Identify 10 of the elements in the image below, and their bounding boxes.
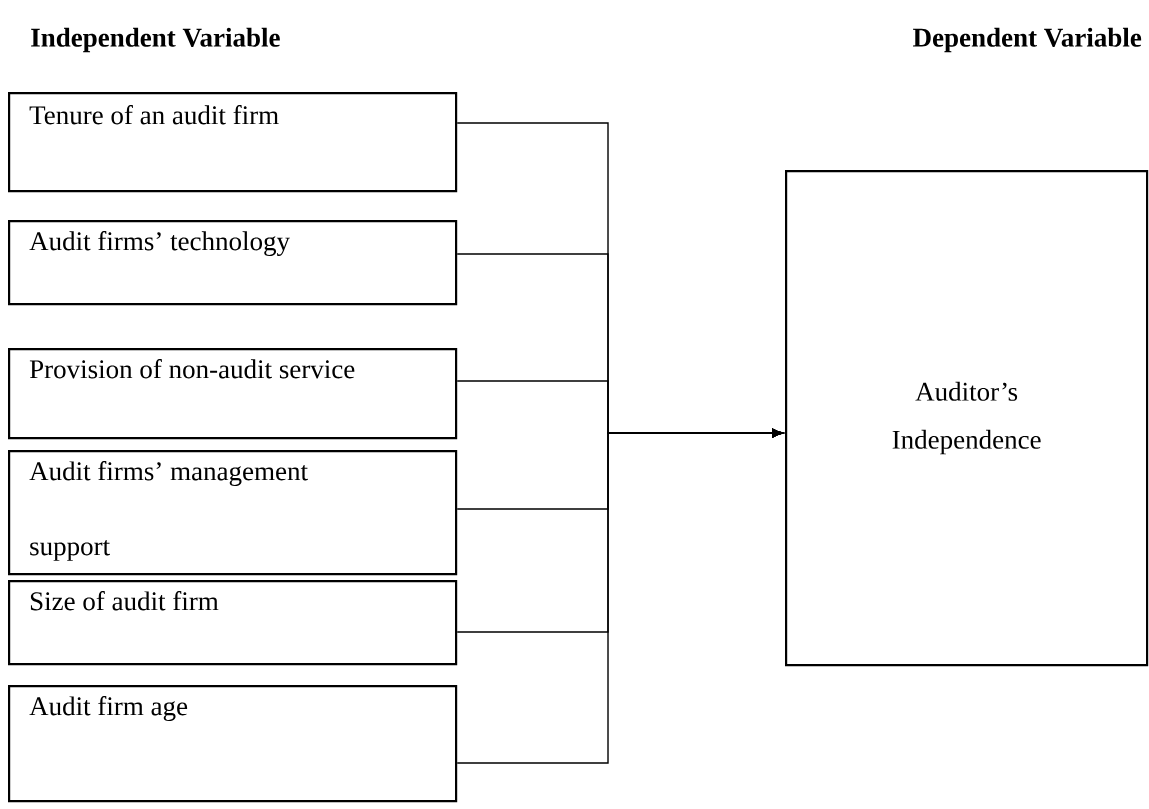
variable-box: Audit firms’ management support	[8, 450, 458, 576]
variable-box: Provision of non-audit service	[8, 348, 458, 440]
variable-box: Size of audit firm	[8, 580, 458, 666]
variable-box: Audit firms’ technology	[8, 220, 458, 306]
outcome-box: Auditor’s Independence	[785, 170, 1149, 667]
variable-box: Tenure of an audit firm	[8, 92, 458, 193]
column-heading: Independent Variable	[31, 27, 280, 53]
column-heading: Dependent Variable	[913, 27, 1142, 53]
connector-arrow	[456, 428, 783, 764]
variable-box: Audit firm age	[8, 685, 458, 803]
